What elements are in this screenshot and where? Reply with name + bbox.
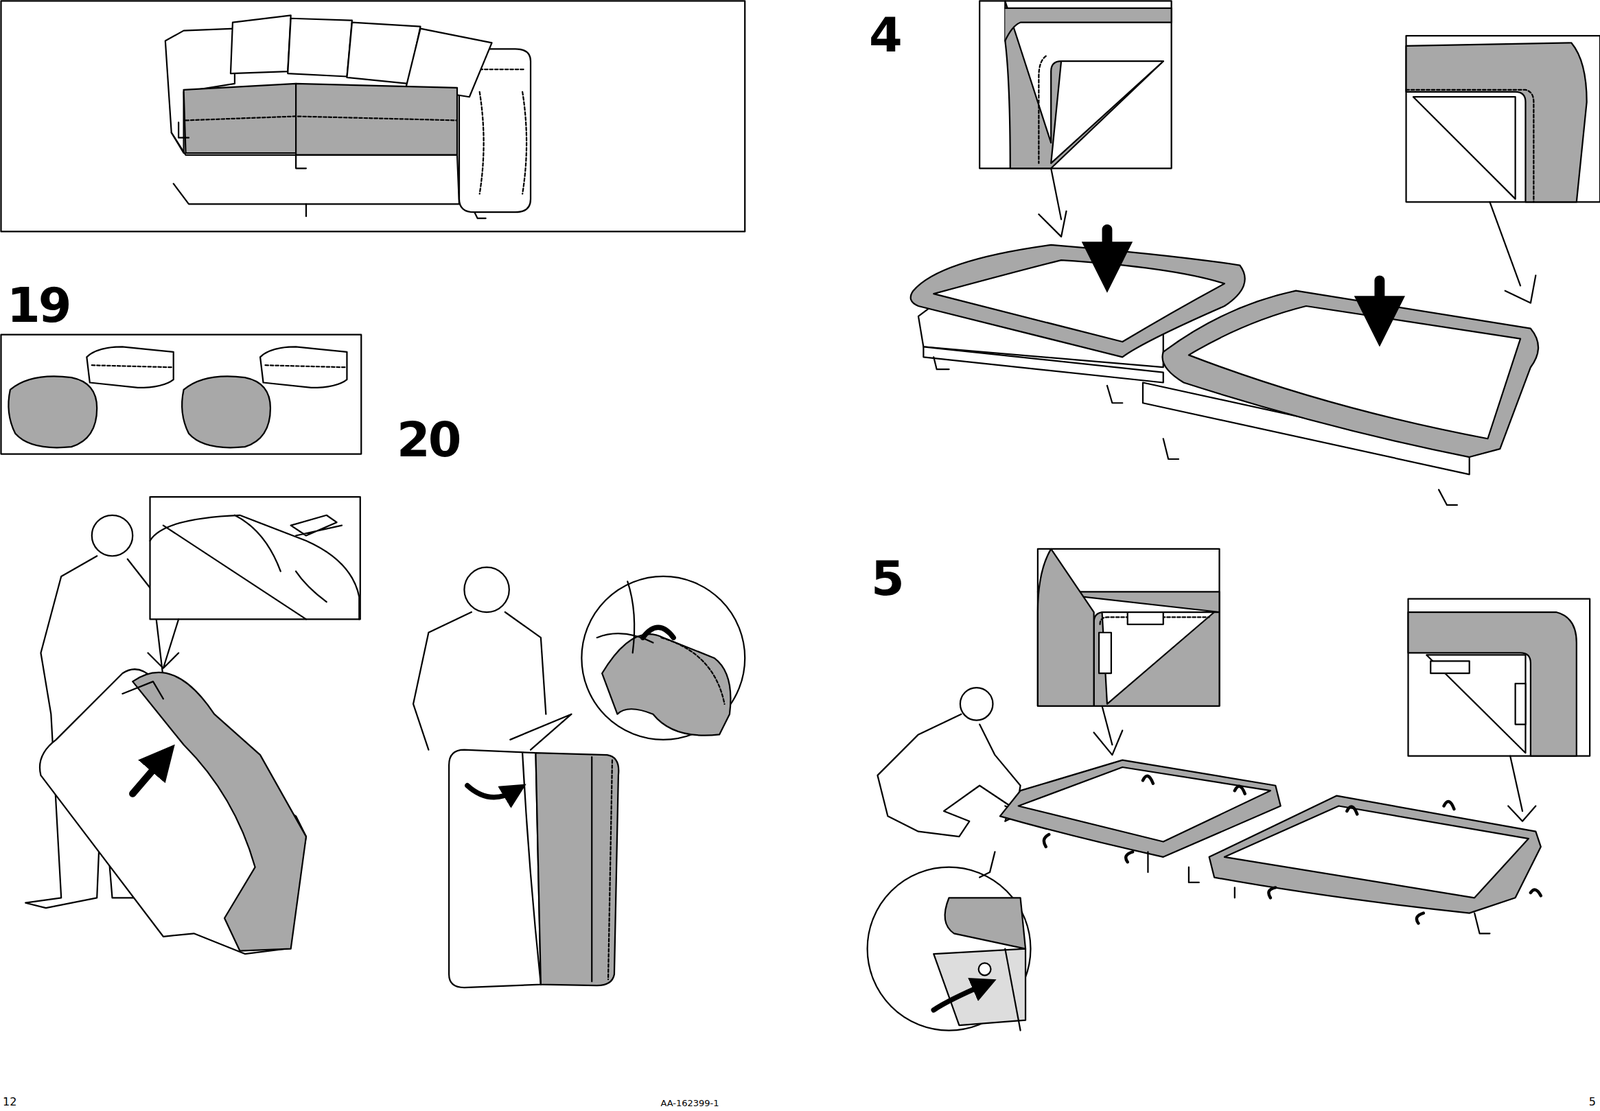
step-number: 20 [396,415,460,465]
step-number: 4 [868,10,901,60]
step-number: 5 [871,554,903,603]
step-number: 19 [6,281,70,330]
document-code: AA-162399-1 [660,1098,719,1108]
page-number: 5 [1589,1096,1596,1108]
page-number: 12 [2,1096,17,1108]
